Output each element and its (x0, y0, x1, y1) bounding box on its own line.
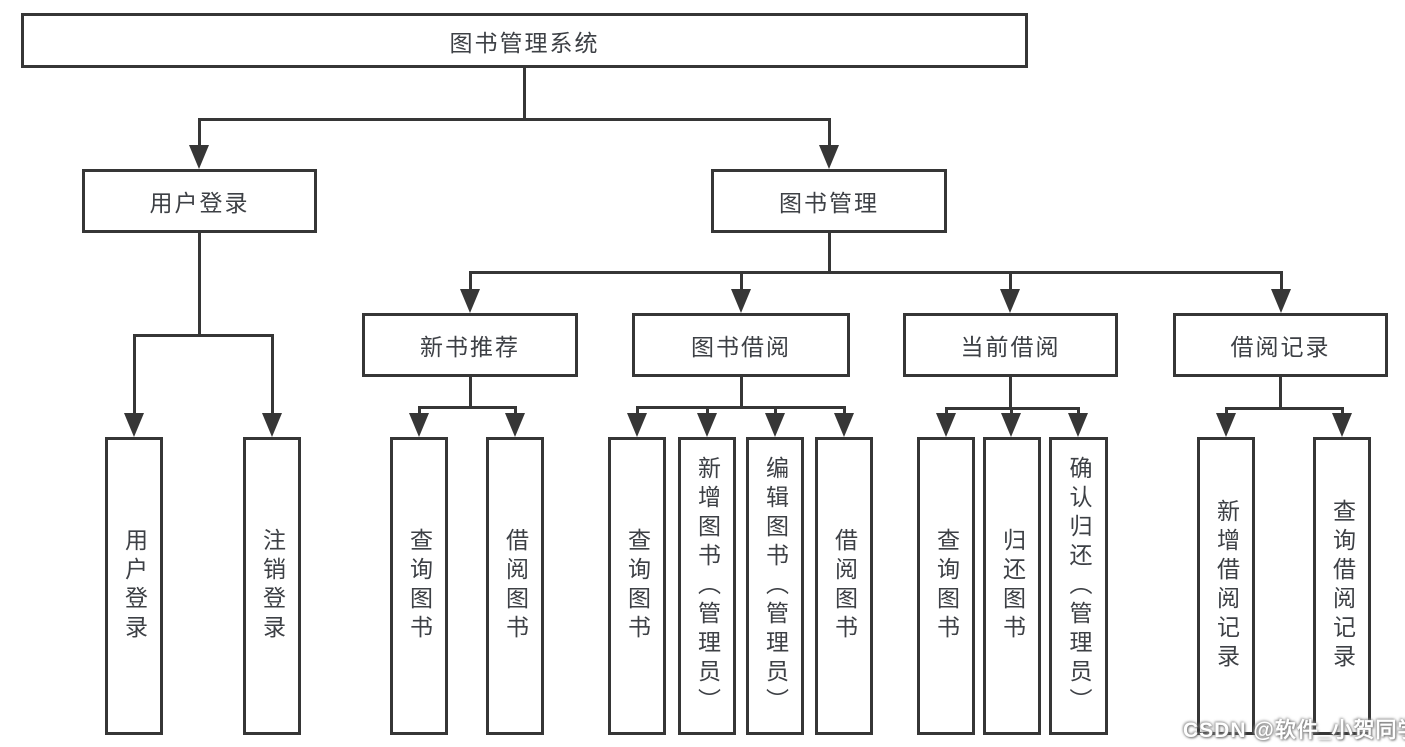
node-new-book-recommend: 新书推荐 (362, 313, 578, 377)
arrow-shaft (773, 407, 777, 415)
node-label: 图书管理系统 (449, 29, 600, 56)
connector-hline (635, 405, 846, 409)
arrow-shaft (635, 407, 639, 415)
arrow-head (765, 413, 785, 437)
arrow-head (262, 413, 282, 437)
node-label: 新增借阅记录 (1213, 499, 1240, 673)
arrow-shaft (705, 407, 709, 415)
node-label: 用户登录 (149, 190, 250, 216)
connector-vline (522, 68, 526, 119)
node-current-borrowing: 当前借阅 (903, 313, 1118, 377)
arrow-head (189, 145, 209, 169)
connector-vline (1278, 377, 1282, 408)
node-library-management-system: 图书管理系统 (21, 13, 1028, 68)
arrow-head (460, 289, 480, 313)
connector-hline (132, 333, 274, 337)
node-label: 当前借阅 (960, 334, 1061, 360)
node-user-login: 用户登录 (82, 169, 317, 233)
node-label: 用户登录 (121, 528, 148, 644)
node-label: 查询图书 (624, 528, 651, 644)
arrow-shaft (197, 119, 201, 147)
leaf-add-borrow-record: 新增借阅记录 (1197, 437, 1255, 735)
arrow-head (627, 413, 647, 437)
arrow-head (1332, 413, 1352, 437)
arrow-head (834, 413, 854, 437)
connector-hline (197, 117, 831, 121)
arrow-shaft (417, 407, 421, 415)
arrow-shaft (739, 272, 743, 291)
arrow-head (124, 413, 144, 437)
node-label: 图书管理 (779, 190, 879, 216)
arrow-head (1271, 289, 1291, 313)
leaf-user-login: 用户登录 (105, 437, 163, 735)
leaf-query-books: 查询图书 (608, 437, 666, 735)
node-label: 查询图书 (933, 528, 960, 644)
node-borrowing-records: 借阅记录 (1173, 313, 1388, 377)
node-label: 编辑图书（管理员） (762, 455, 789, 717)
leaf-return-books: 归还图书 (983, 437, 1041, 735)
arrow-shaft (468, 272, 472, 291)
arrow-shaft (270, 335, 274, 415)
arrow-shaft (1008, 272, 1012, 291)
node-book-management: 图书管理 (711, 169, 947, 233)
leaf-query-books: 查询图书 (917, 437, 975, 735)
node-label: 借阅图书 (502, 528, 529, 644)
arrow-head (697, 413, 717, 437)
arrow-head (409, 413, 429, 437)
node-label: 新书推荐 (420, 334, 520, 360)
connector-vline (739, 377, 743, 407)
arrow-shaft (1340, 408, 1344, 415)
arrow-head (505, 413, 525, 437)
node-label: 查询借阅记录 (1329, 499, 1356, 673)
node-book-borrowing: 图书借阅 (632, 313, 850, 377)
arrow-shaft (513, 407, 517, 415)
arrow-head (819, 145, 839, 169)
node-label: 图书借阅 (691, 334, 791, 360)
connector-vline (827, 233, 831, 272)
arrow-shaft (827, 119, 831, 147)
leaf-add-books-admin: 新增图书（管理员） (678, 437, 736, 735)
arrow-shaft (842, 407, 846, 415)
node-label: 归还图书 (999, 528, 1026, 644)
leaf-borrow-books: 借阅图书 (486, 437, 544, 735)
leaf-borrow-books: 借阅图书 (815, 437, 873, 735)
leaf-logout: 注销登录 (243, 437, 301, 735)
node-label: 注销登录 (259, 528, 286, 644)
node-label: 确认归还（管理员） (1066, 455, 1092, 717)
arrow-head (936, 413, 956, 437)
arrow-head (1000, 289, 1020, 313)
arrow-head (1216, 413, 1236, 437)
leaf-query-borrow-record: 查询借阅记录 (1313, 437, 1371, 735)
leaf-edit-books-admin: 编辑图书（管理员） (746, 437, 804, 735)
arrow-head (1001, 413, 1021, 437)
arrow-shaft (1009, 408, 1013, 415)
arrow-shaft (944, 408, 948, 415)
arrow-shaft (1076, 408, 1080, 415)
node-label: 查询图书 (406, 528, 433, 644)
connector-hline (1224, 406, 1344, 410)
arrow-shaft (1224, 408, 1228, 415)
connector-vline (468, 377, 472, 407)
leaf-confirm-return-admin: 确认归还（管理员） (1049, 437, 1108, 735)
leaf-query-books: 查询图书 (390, 437, 448, 735)
node-label: 借阅记录 (1230, 334, 1331, 360)
arrow-shaft (132, 335, 136, 415)
connector-hline (417, 405, 517, 409)
connector-hline (468, 270, 1283, 274)
connector-vline (1008, 377, 1012, 408)
watermark: CSDN @软件_小贺同学 (1183, 719, 1405, 742)
connector-vline (197, 233, 201, 335)
node-label: 新增图书（管理员） (694, 455, 721, 717)
arrow-head (731, 289, 751, 313)
node-label: 借阅图书 (831, 528, 858, 644)
arrow-shaft (1279, 272, 1283, 291)
arrow-head (1068, 413, 1088, 437)
